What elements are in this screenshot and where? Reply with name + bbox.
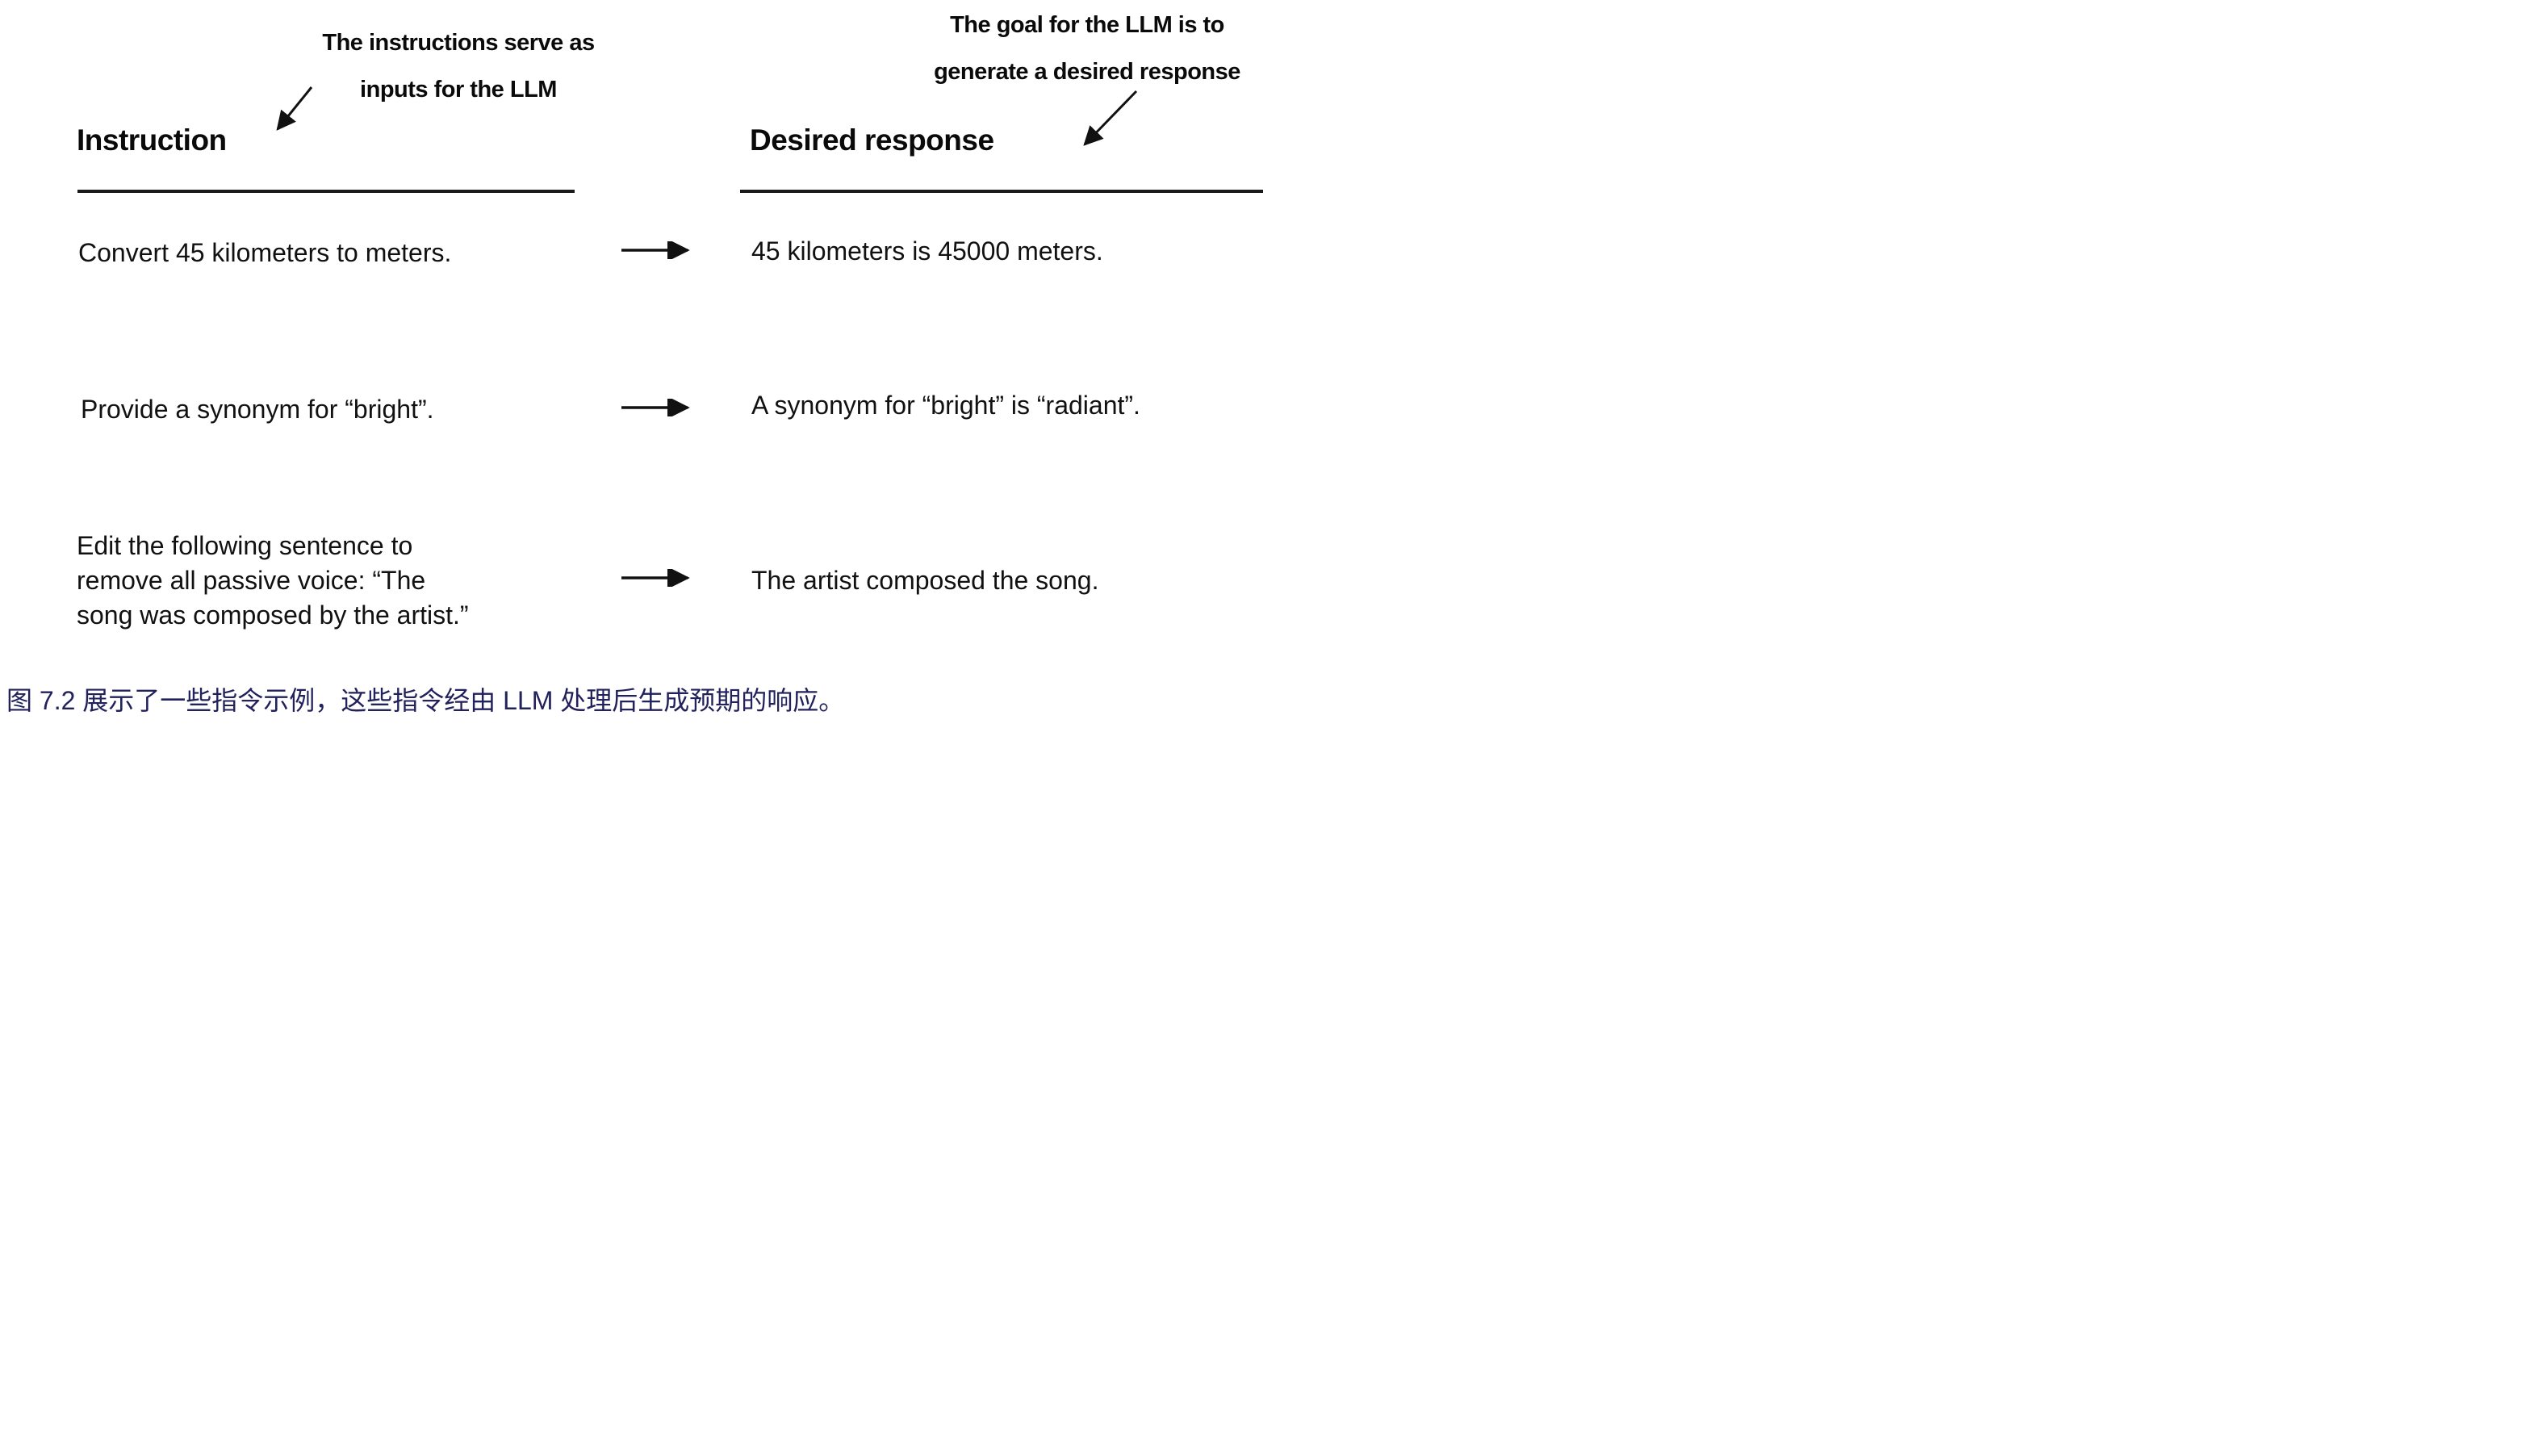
annotation-line-2: generate a desired response [934, 59, 1240, 85]
response-text-row-1: 45 kilometers is 45000 meters. [751, 236, 1103, 266]
instruction-text-row-1: Convert 45 kilometers to meters. [78, 238, 452, 267]
figure-instruction-response-diagram: The instructions serve as inputs for the… [0, 0, 1270, 728]
annotation-line-2: inputs for the LLM [360, 77, 557, 103]
instruction-text-row-3: Edit the following sentence to remove al… [77, 531, 469, 630]
header-underline-left [77, 190, 575, 193]
column-header-desired-response: Desired response [750, 123, 994, 157]
figure-caption: 图 7.2 展示了一些指令示例，这些指令经由 LLM 处理后生成预期的响应。 [6, 686, 845, 715]
response-text-row-2: A synonym for “bright” is “radiant”. [751, 391, 1140, 420]
annotation-arrow-left-icon [276, 86, 313, 131]
instruction-text-row-2: Provide a synonym for “bright”. [81, 395, 434, 424]
flow-arrow-icon [621, 241, 690, 259]
header-underline-right [740, 190, 1263, 193]
annotation-line-1: The goal for the LLM is to [950, 12, 1224, 38]
column-header-instruction: Instruction [77, 123, 227, 157]
annotation-arrow-right-icon [1083, 90, 1138, 146]
annotation-line-1: The instructions serve as [322, 30, 595, 56]
flow-arrow-icon [621, 569, 690, 587]
flow-arrow-icon [621, 399, 690, 416]
annotation-instructions-as-inputs: The instructions serve as inputs for the… [300, 19, 617, 113]
annotation-goal-desired-response: The goal for the LLM is to generate a de… [906, 2, 1269, 95]
response-text-row-3: The artist composed the song. [751, 566, 1099, 595]
